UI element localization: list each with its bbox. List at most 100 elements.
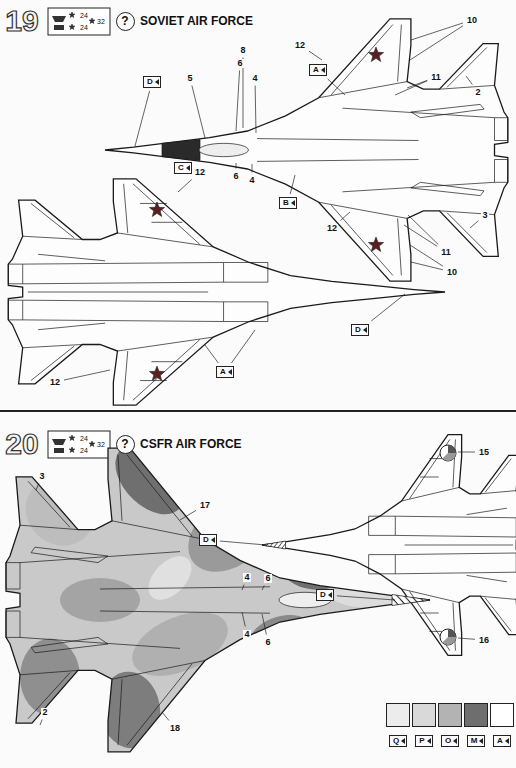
panel-line	[23, 320, 224, 322]
section-number: 20	[5, 429, 38, 459]
leader-line	[36, 484, 39, 491]
star-insignia	[89, 18, 95, 23]
panel-line	[20, 637, 180, 648]
node-text: D	[147, 77, 153, 86]
colour-code-box: D	[316, 589, 334, 601]
panel-line	[224, 262, 268, 282]
leader-line	[236, 71, 240, 132]
leader-line	[172, 152, 177, 159]
callout-number: 6	[264, 574, 271, 583]
leader-line	[40, 720, 42, 726]
camouflage-patch	[141, 548, 199, 609]
node-text: C	[178, 163, 184, 172]
section-heading: SOVIET AIR FORCE	[140, 15, 253, 27]
star-insignia	[149, 366, 164, 380]
panel-line	[23, 344, 83, 347]
leader-line	[242, 612, 245, 627]
callout-number: 12	[326, 224, 338, 233]
node-text: A	[220, 367, 226, 376]
panel-line	[395, 535, 516, 537]
leader-line	[251, 164, 252, 173]
callout-number: 17	[199, 501, 211, 510]
panel-line	[439, 85, 494, 89]
panel-line	[395, 516, 516, 518]
callout-number: 10	[466, 16, 478, 25]
panel-line	[140, 203, 167, 204]
leader-line	[458, 638, 475, 639]
roundel-segment	[442, 637, 456, 645]
panel-line	[343, 108, 495, 118]
colour-code-box: D	[351, 324, 369, 336]
airframe-fill	[262, 435, 516, 656]
panel-line	[467, 575, 507, 581]
question-circle: ?	[116, 12, 135, 31]
insignia	[149, 47, 456, 645]
section-divider	[0, 410, 516, 412]
star-insignia	[69, 447, 75, 452]
panel-line	[447, 47, 487, 87]
node-text: A	[313, 65, 319, 74]
decal-number: 24	[80, 447, 88, 454]
decal-thumbnail	[48, 8, 110, 35]
decal-shape	[52, 439, 66, 453]
panel-line	[133, 340, 200, 401]
panel-line	[100, 611, 270, 613]
panel-line	[398, 218, 402, 275]
panel-line	[112, 661, 205, 680]
star-insignia	[368, 47, 383, 61]
decal-number: 24	[80, 435, 88, 442]
panel-line	[133, 184, 200, 245]
leader-line	[395, 81, 427, 95]
panel-line	[112, 521, 205, 540]
leader-line	[309, 51, 322, 60]
panel-line	[20, 670, 78, 674]
airframe-fill	[6, 448, 430, 752]
panel-line	[100, 587, 270, 589]
aircraft	[6, 430, 430, 754]
callout-number: 12	[49, 378, 61, 387]
camouflage-patch	[60, 578, 140, 622]
leader-line	[220, 541, 266, 545]
panel-line	[117, 233, 213, 247]
star-insignia	[89, 441, 95, 446]
leader-line	[407, 80, 427, 88]
leader-line	[231, 330, 255, 363]
panel-line	[6, 563, 20, 589]
node-text: ?	[121, 15, 128, 27]
node-text: D	[355, 325, 361, 334]
callout-number: 4	[248, 176, 255, 185]
airframe-outline	[262, 435, 516, 656]
callout-number: 4	[251, 74, 258, 83]
roundel	[440, 445, 456, 461]
roundel-segment	[448, 445, 456, 453]
decal-number: 24	[80, 24, 88, 31]
thumbnail-frame	[48, 8, 110, 35]
panel-line	[480, 491, 516, 494]
panel-line	[23, 300, 224, 302]
callout-number: 18	[169, 724, 181, 733]
panel-line	[140, 380, 167, 381]
panel-line	[467, 508, 507, 514]
camouflage	[17, 430, 410, 754]
callout-number: 11	[440, 248, 452, 257]
legend-label: M	[467, 735, 486, 747]
panel-line	[28, 292, 208, 293]
panel-line	[118, 455, 122, 521]
panel-line	[369, 555, 396, 574]
leader-line	[262, 614, 266, 635]
callout-number: 3	[481, 211, 488, 220]
leader-line	[192, 86, 205, 139]
leader-line	[404, 225, 437, 246]
decal-number: 24	[80, 12, 88, 19]
thumbnail-frame	[48, 431, 110, 458]
colour-code-box: A	[216, 366, 234, 378]
colour-code-box: B	[279, 197, 297, 209]
aircraft	[262, 435, 516, 656]
aircraft	[8, 179, 445, 405]
roundel	[440, 629, 456, 645]
panel-line	[124, 351, 128, 400]
node-text: ?	[121, 438, 128, 450]
leader-line	[162, 712, 169, 721]
canopy	[199, 143, 248, 156]
